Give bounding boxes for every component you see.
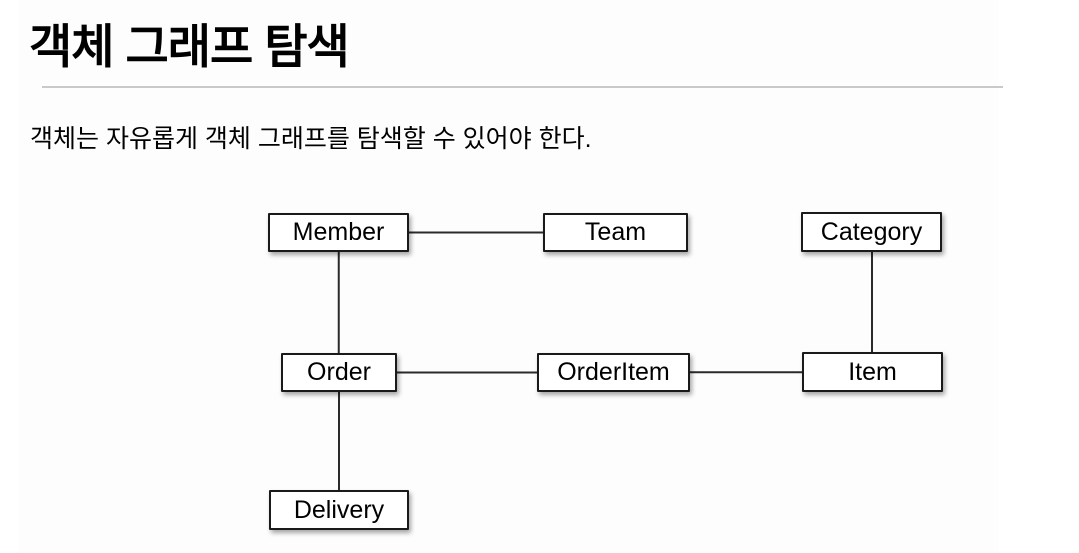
node-item: Item	[802, 352, 943, 392]
node-category: Category	[801, 212, 942, 252]
node-delivery: Delivery	[269, 490, 409, 530]
node-orderitem: OrderItem	[537, 353, 690, 392]
slide-background	[18, 0, 999, 553]
subtitle-text: 객체는 자유롭게 객체 그래프를 탐색할 수 있어야 한다.	[30, 125, 592, 153]
node-team: Team	[543, 213, 688, 252]
node-member: Member	[268, 213, 409, 252]
page-title: 객체 그래프 탐색	[29, 20, 350, 73]
title-divider	[42, 86, 1003, 88]
node-order: Order	[281, 353, 397, 392]
